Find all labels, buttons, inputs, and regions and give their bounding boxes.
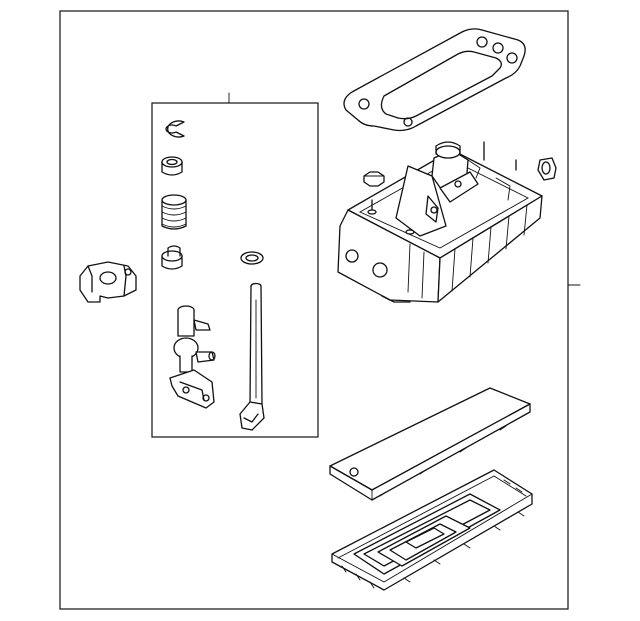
selector-lever-assembly [169, 305, 216, 409]
side-grommet [537, 157, 557, 181]
bottom-base-plate [331, 469, 533, 591]
kit-frame [151, 102, 319, 438]
retaining-clip [165, 120, 185, 138]
bushing [161, 156, 183, 176]
o-ring [240, 251, 264, 265]
shift-rod [239, 282, 265, 431]
spring [161, 194, 187, 230]
spacer-bushing [161, 245, 183, 270]
top-gasket [343, 28, 526, 132]
push-nut [363, 171, 385, 187]
outer-frame [59, 10, 569, 610]
shifter-housing [337, 141, 543, 303]
housing-cover-plate [329, 387, 531, 501]
side-bracket [79, 261, 137, 303]
